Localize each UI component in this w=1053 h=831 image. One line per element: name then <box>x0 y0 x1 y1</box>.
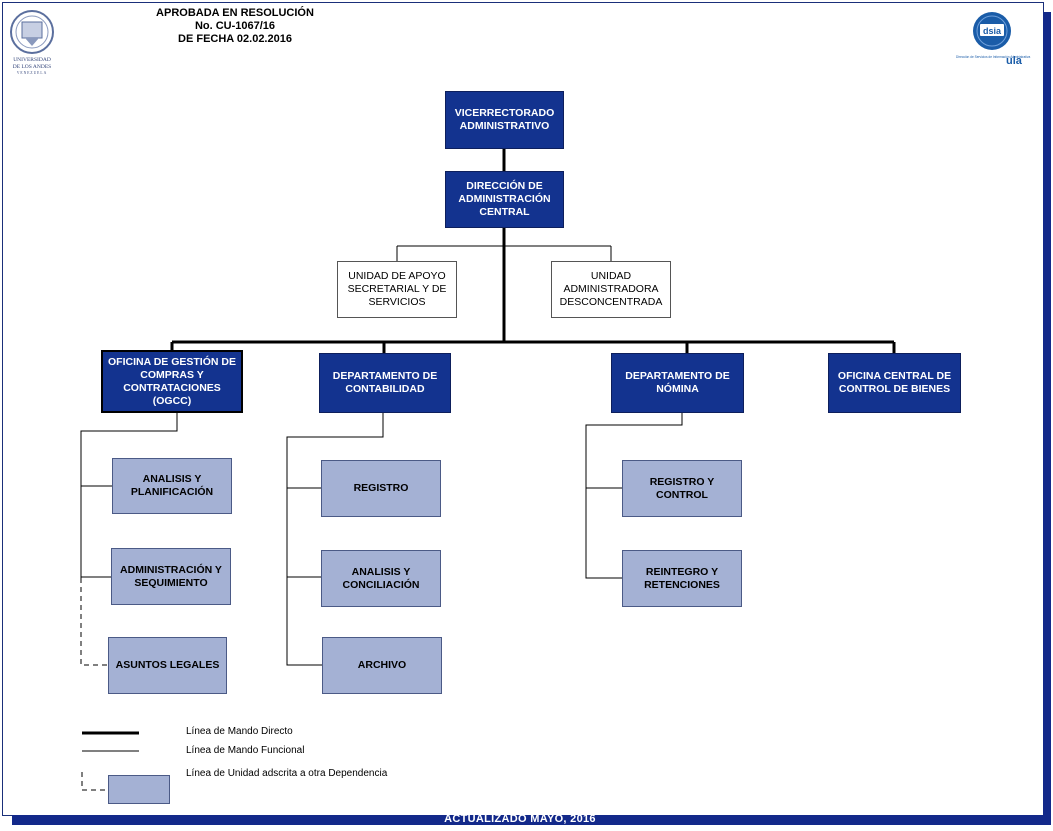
logo-text-3: VENEZUELA <box>17 71 47 75</box>
box-oficina-control-bienes: OFICINA CENTRAL DE CONTROL DE BIENES <box>828 353 961 413</box>
box-departamento-contabilidad: DEPARTAMENTO DE CONTABILIDAD <box>319 353 451 413</box>
logo-text-2: DE LOS ANDES <box>13 64 52 70</box>
approval-line-3: DE FECHA 02.02.2016 <box>178 33 292 45</box>
frame-shadow-right <box>1043 12 1051 824</box>
box-vicerrectorado: VICERRECTORADO ADMINISTRATIVO <box>445 91 564 149</box>
footer-updated: ACTUALIZADO MAYO, 2016 <box>444 813 596 825</box>
frame-shadow-bottom <box>12 815 1051 825</box>
box-reintegro-retenciones: REINTEGRO Y RETENCIONES <box>622 550 742 607</box>
dsia-abbr: dsia <box>983 26 1002 36</box>
box-unidad-apoyo-secretarial: UNIDAD DE APOYO SECRETARIAL Y DE SERVICI… <box>337 261 457 318</box>
box-archivo: ARCHIVO <box>322 637 442 694</box>
box-analisis-conciliacion: ANALISIS Y CONCILIACIÓN <box>321 550 441 607</box>
box-oficina-gestion-compras: OFICINA DE GESTIÓN DE COMPRAS Y CONTRATA… <box>101 350 243 413</box>
approval-header: APROBADA EN RESOLUCIÓN No. CU-1067/16 DE… <box>140 7 330 46</box>
box-asuntos-legales: ASUNTOS LEGALES <box>108 637 227 694</box>
box-registro-control: REGISTRO Y CONTROL <box>622 460 742 517</box>
legend-swatch-unit <box>108 775 170 804</box>
box-unidad-administradora-desconcentrada: UNIDAD ADMINISTRADORA DESCONCENTRADA <box>551 261 671 318</box>
dsia-logo: dsia Dirección de Servicios de Informaci… <box>952 10 1032 70</box>
approval-line-1: APROBADA EN RESOLUCIÓN <box>156 7 314 19</box>
box-analisis-planificacion: ANALISIS Y PLANIFICACIÓN <box>112 458 232 514</box>
legend-adscrita: Línea de Unidad adscrita a otra Dependen… <box>186 768 388 779</box>
legend-directo: Línea de Mando Directo <box>186 726 293 737</box>
ula-brand: ula <box>1006 55 1023 67</box>
box-departamento-nomina: DEPARTAMENTO DE NÓMINA <box>611 353 744 413</box>
ula-seal-logo: UNIVERSIDAD DE LOS ANDES VENEZUELA <box>6 8 58 80</box>
box-administracion-seguimiento: ADMINISTRACIÓN Y SEQUIMIENTO <box>111 548 231 605</box>
box-direccion-administracion-central: DIRECCIÓN DE ADMINISTRACIÓN CENTRAL <box>445 171 564 228</box>
box-registro: REGISTRO <box>321 460 441 517</box>
approval-line-2: No. CU-1067/16 <box>194 20 276 32</box>
logo-text-1: UNIVERSIDAD <box>13 57 51 63</box>
legend-funcional: Línea de Mando Funcional <box>186 745 305 756</box>
dsia-caption: Dirección de Servicios de Información Ad… <box>956 55 1030 59</box>
